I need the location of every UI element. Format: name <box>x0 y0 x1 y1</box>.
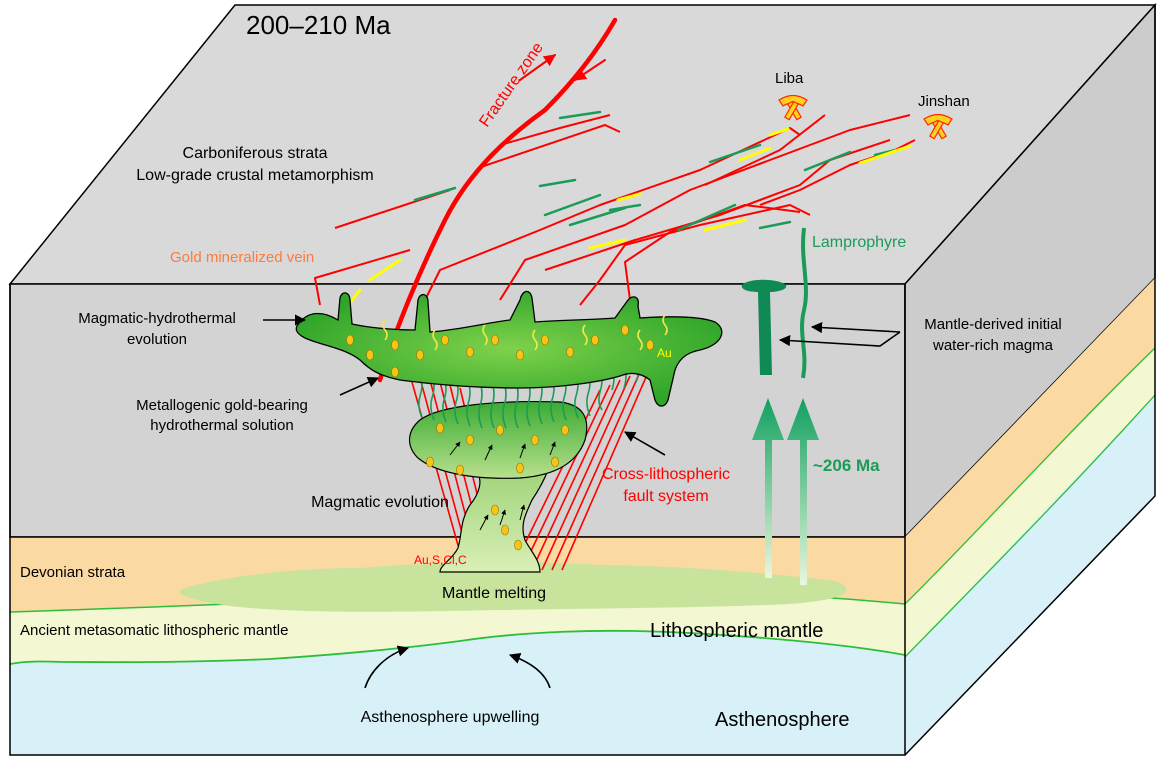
lithospheric-side-face <box>905 348 1155 657</box>
mantle-derived-label-1: Mantle-derived initial <box>924 316 1062 333</box>
fluid-squiggles <box>382 314 668 351</box>
mantle-melting-zone <box>180 562 847 612</box>
jinshan-label: Jinshan <box>918 93 970 110</box>
lamprophyre-dykes-surface <box>413 110 897 232</box>
side-asthenosphere-boundary <box>904 394 1156 658</box>
elements-label: Au,S,Cl,C <box>414 553 467 567</box>
gold-fluid-bubbles <box>346 324 654 551</box>
mantle-melting-label: Mantle melting <box>442 585 546 602</box>
lower-magma-chamber <box>409 400 588 479</box>
asthenosphere-layer <box>10 630 905 755</box>
cross-fault-label-2: fault system <box>623 488 708 505</box>
annotation-arrows <box>263 314 901 689</box>
magma-flow-arrows <box>449 441 556 531</box>
lamprophyre-dyke-wavy <box>800 227 808 379</box>
block-outline-side <box>904 5 1156 756</box>
age-label: 200–210 Ma <box>246 10 391 40</box>
cross-fault-label-1: Cross-lithospheric <box>602 466 730 483</box>
lithospheric-mantle-label: Lithospheric mantle <box>650 620 823 642</box>
fracture-zone-fault <box>377 17 618 383</box>
upper-magma-body <box>295 290 723 407</box>
asthenosphere-side-face <box>905 395 1155 755</box>
mag-hydro-label-2: evolution <box>127 331 187 348</box>
lithospheric-mantle-layer <box>10 591 905 664</box>
block-outline-front <box>9 284 906 756</box>
metallogenic-label-2: hydrothermal solution <box>150 417 293 434</box>
age-206-label: ~206 Ma <box>813 456 880 475</box>
liba-deposit-icon <box>778 94 808 121</box>
side-mantle-boundary <box>904 347 1156 605</box>
gold-vein-label: Gold mineralized vein <box>170 249 314 266</box>
lamprophyre-mushroom-intrusion <box>741 279 787 375</box>
metallogenic-label-1: Metallogenic gold-bearing <box>136 397 308 414</box>
ancient-mantle-label: Ancient metasomatic lithospheric mantle <box>20 622 288 639</box>
magmatic-evolution-label: Magmatic evolution <box>311 494 449 511</box>
asthenosphere-upwelling-label: Asthenosphere upwelling <box>361 709 540 726</box>
devonian-side-face <box>905 278 1155 615</box>
asthenosphere-label: Asthenosphere <box>715 709 850 731</box>
devonian-label: Devonian strata <box>20 564 126 581</box>
jinshan-deposit-icon <box>923 113 953 140</box>
lamprophyre-label: Lamprophyre <box>812 234 906 251</box>
carboniferous-label-2: Low-grade crustal metamorphism <box>136 167 373 184</box>
liba-label: Liba <box>775 70 804 87</box>
asthenosphere-boundary-line <box>9 629 906 665</box>
mantle-magma-rise-arrows <box>752 398 819 585</box>
mantle-derived-label-2: water-rich magma <box>932 337 1054 354</box>
carboniferous-label-1: Carboniferous strata <box>183 145 328 162</box>
mag-hydro-label-1: Magmatic-hydrothermal <box>78 310 236 327</box>
au-label: Au <box>657 346 672 360</box>
